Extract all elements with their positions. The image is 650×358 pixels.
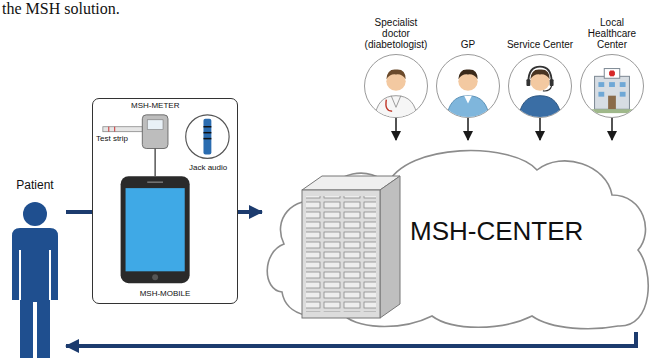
part-label: Jack audio [189, 163, 227, 173]
device-box: MSH-MOBILE [92, 98, 238, 304]
server-rack [302, 176, 400, 318]
actor-circle: GP [432, 2, 504, 118]
label-area: Service Center [504, 2, 576, 50]
flow-arrow [66, 210, 92, 214]
actor-circle: Specialist doctor (diabetologist) [360, 2, 432, 118]
avatar-icon [437, 55, 499, 117]
cloud-outline [267, 151, 648, 329]
flow-arrow [238, 210, 262, 214]
node-label: MSH-MOBILE [93, 289, 237, 299]
part-label: MSH-METER [131, 101, 179, 111]
actor-circle: Service Center [504, 2, 576, 118]
caption-fragment: the MSH solution. [2, 0, 120, 18]
person-icon [12, 202, 58, 358]
label-area: GP [432, 2, 504, 50]
avatar-icon [365, 55, 427, 117]
avatar-circle [508, 54, 572, 118]
avatar-circle [580, 54, 644, 118]
patient-icon [4, 178, 66, 358]
flow-arrow [66, 332, 636, 346]
avatar-circle [436, 54, 500, 118]
device-illustration [93, 99, 237, 303]
server-cloud: MSH-CENTER [262, 140, 650, 332]
node-label: GP [461, 39, 475, 50]
node-label: Patient [4, 178, 66, 192]
link-arrow [611, 118, 613, 140]
part-label: Test strip [96, 134, 128, 144]
label-area: Local Healthcare Center [576, 2, 648, 50]
avatar-icon [509, 55, 571, 117]
link-arrow [467, 118, 469, 140]
node-label: Service Center [507, 39, 573, 50]
link-arrow [395, 118, 397, 140]
avatar-icon [581, 55, 643, 117]
node-label: MSH-CENTER [410, 216, 583, 246]
actor-circle: Local Healthcare Center [576, 2, 648, 118]
node-label: Specialist doctor (diabetologist) [360, 17, 432, 50]
label-area: Specialist doctor (diabetologist) [360, 2, 432, 50]
link-arrow [539, 118, 541, 140]
node-label: Local Healthcare Center [576, 17, 648, 50]
patient-figure: Patient [4, 178, 66, 358]
avatar-circle [364, 54, 428, 118]
